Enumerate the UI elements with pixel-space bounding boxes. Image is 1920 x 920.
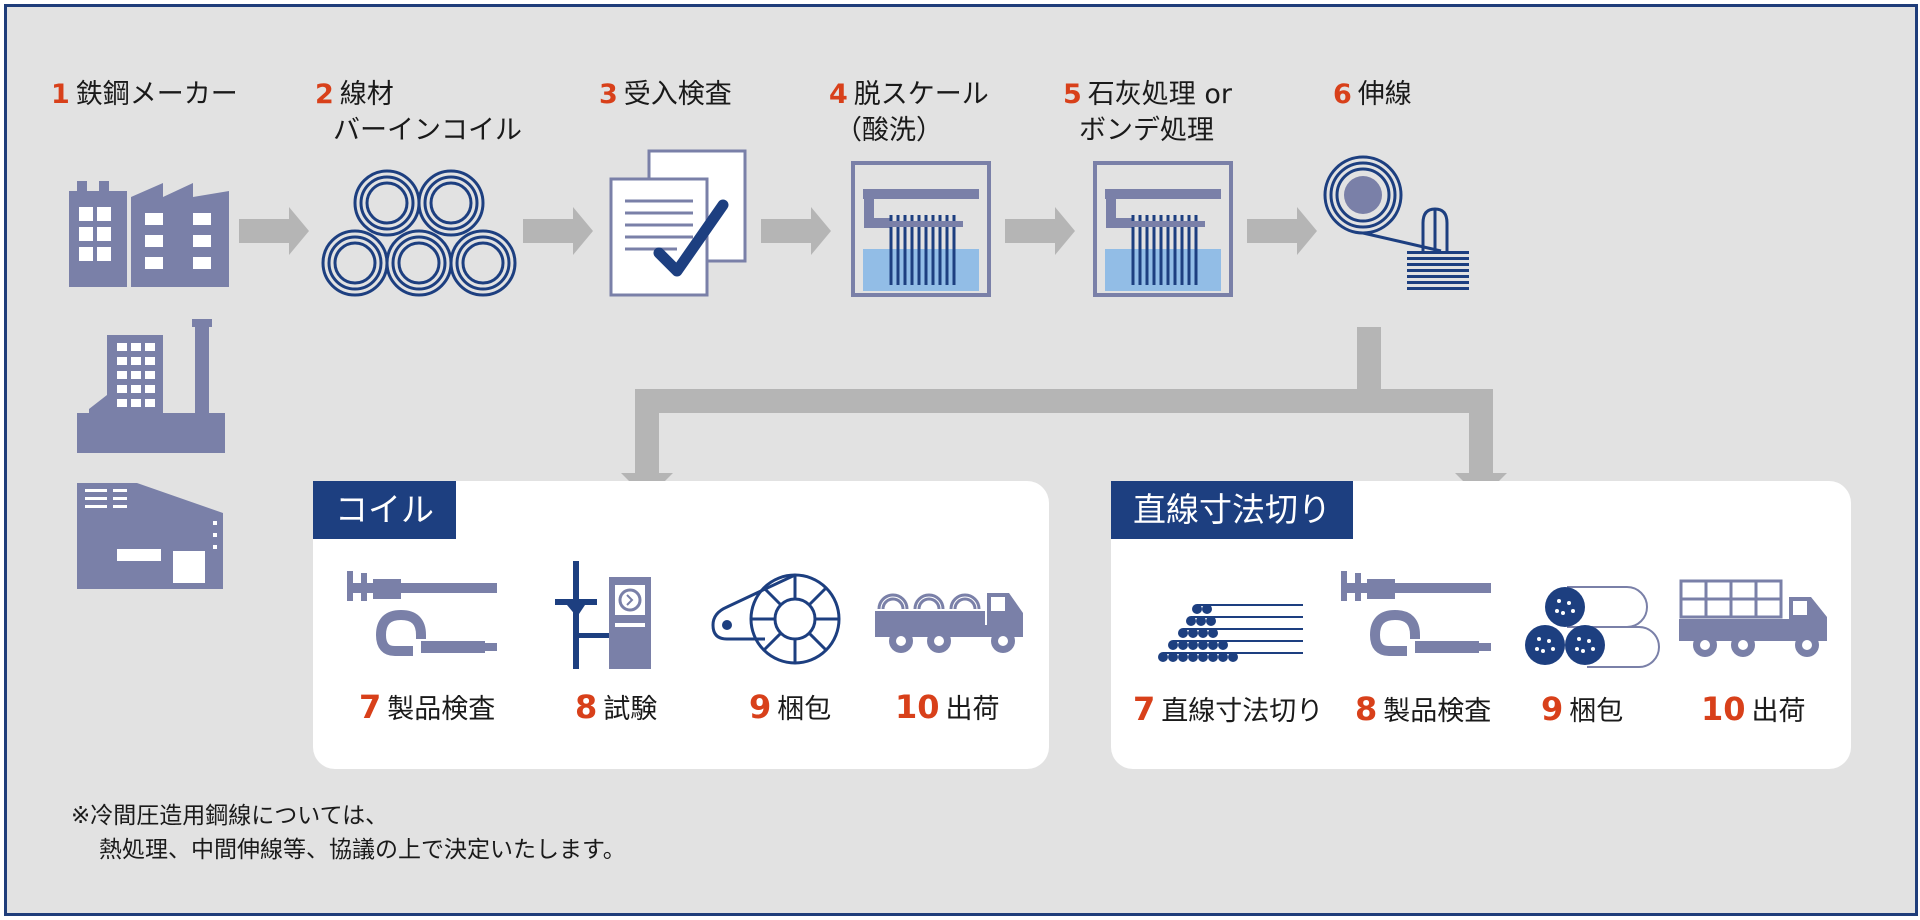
arrow-5-6 [1247, 207, 1317, 255]
arrow-1-2 [239, 207, 309, 255]
truck-icon [875, 593, 1023, 653]
coil-item-9-num: 9 [749, 688, 772, 726]
coil-item-9-text: 梱包 [777, 694, 832, 725]
cut-item-8-num: 8 [1355, 690, 1378, 728]
coil-item-7-text: 製品検査 [387, 694, 496, 725]
cut-item-9-text: 梱包 [1569, 696, 1624, 727]
coil-item-8-text: 試験 [603, 694, 658, 725]
arrow-2-3 [523, 207, 593, 255]
bar-stack-icon [1158, 604, 1303, 662]
step-3-num: 3 [599, 79, 618, 110]
cut-item-10-text: 出荷 [1751, 696, 1806, 727]
cut-item-9-num: 9 [1541, 690, 1564, 728]
step-5-text2: ボンデ処理 [1079, 115, 1214, 146]
coil-panel-title: コイル [313, 481, 456, 539]
step-2-text2: バーインコイル [333, 115, 522, 146]
warehouse-icon [77, 483, 223, 589]
step-1-num: 1 [51, 79, 70, 110]
coil-item-10-num: 10 [895, 688, 940, 726]
step-2-text: 線材 [339, 79, 394, 110]
cut-panel-title: 直線寸法切り [1111, 481, 1353, 539]
footnote-line-2: 熱処理、中間伸線等、協議の上で決定いたします。 [99, 837, 626, 863]
footnote-line-1: ※冷間圧造用鋼線については、 [71, 803, 389, 829]
coil-item-7-num: 7 [359, 688, 382, 726]
branch-bar [635, 389, 1493, 413]
wire-coils-icon [321, 169, 517, 297]
coil-item-8-num: 8 [575, 688, 598, 726]
coil-item-10-text: 出荷 [945, 694, 1000, 725]
packing-coil-icon [711, 573, 841, 665]
flow-arrows [239, 207, 1507, 499]
cut-item-7-text: 直線寸法切り [1161, 696, 1324, 727]
testing-machine-icon [555, 561, 651, 669]
wire-drawing-icon [1323, 155, 1469, 290]
caliper-micrometer-icon [347, 571, 497, 656]
cut-item-10-num: 10 [1701, 690, 1746, 728]
pickling-tank-icon [851, 161, 991, 297]
step-4-num: 4 [829, 79, 848, 110]
step-5-text: 石灰処理 or [1087, 79, 1232, 110]
coil-panel: コイル [313, 481, 1049, 769]
caliper-micrometer-icon [1341, 571, 1491, 656]
step-3-text: 受入検査 [623, 79, 732, 110]
step-6-text: 伸線 [1357, 79, 1412, 110]
step-5-num: 5 [1063, 79, 1082, 110]
footnote: ※冷間圧造用鋼線については、 熱処理、中間伸線等、協議の上で決定いたします。 [71, 799, 626, 867]
arrow-4-5 [1005, 207, 1075, 255]
truck-icon [1679, 579, 1827, 657]
step-6-num: 6 [1333, 79, 1352, 110]
step-4-text2: （酸洗） [835, 115, 943, 146]
step-1-text: 鉄鋼メーカー [75, 79, 238, 110]
coating-tank-icon [1093, 161, 1233, 297]
factory-icon [69, 181, 229, 287]
step-2-num: 2 [315, 79, 334, 110]
inspection-document-icon [609, 149, 747, 297]
branch-right-drop [1469, 389, 1493, 479]
cut-panel: 直線寸法切り [1111, 481, 1851, 769]
cut-item-8-text: 製品検査 [1383, 696, 1492, 727]
plant-icon [77, 319, 225, 453]
branch-stem [1357, 327, 1381, 399]
branch-left-drop [635, 389, 659, 479]
arrow-3-4 [761, 207, 831, 255]
step-4-text: 脱スケール [853, 79, 989, 110]
cut-item-7-num: 7 [1133, 690, 1156, 728]
bundle-icon [1525, 586, 1660, 668]
